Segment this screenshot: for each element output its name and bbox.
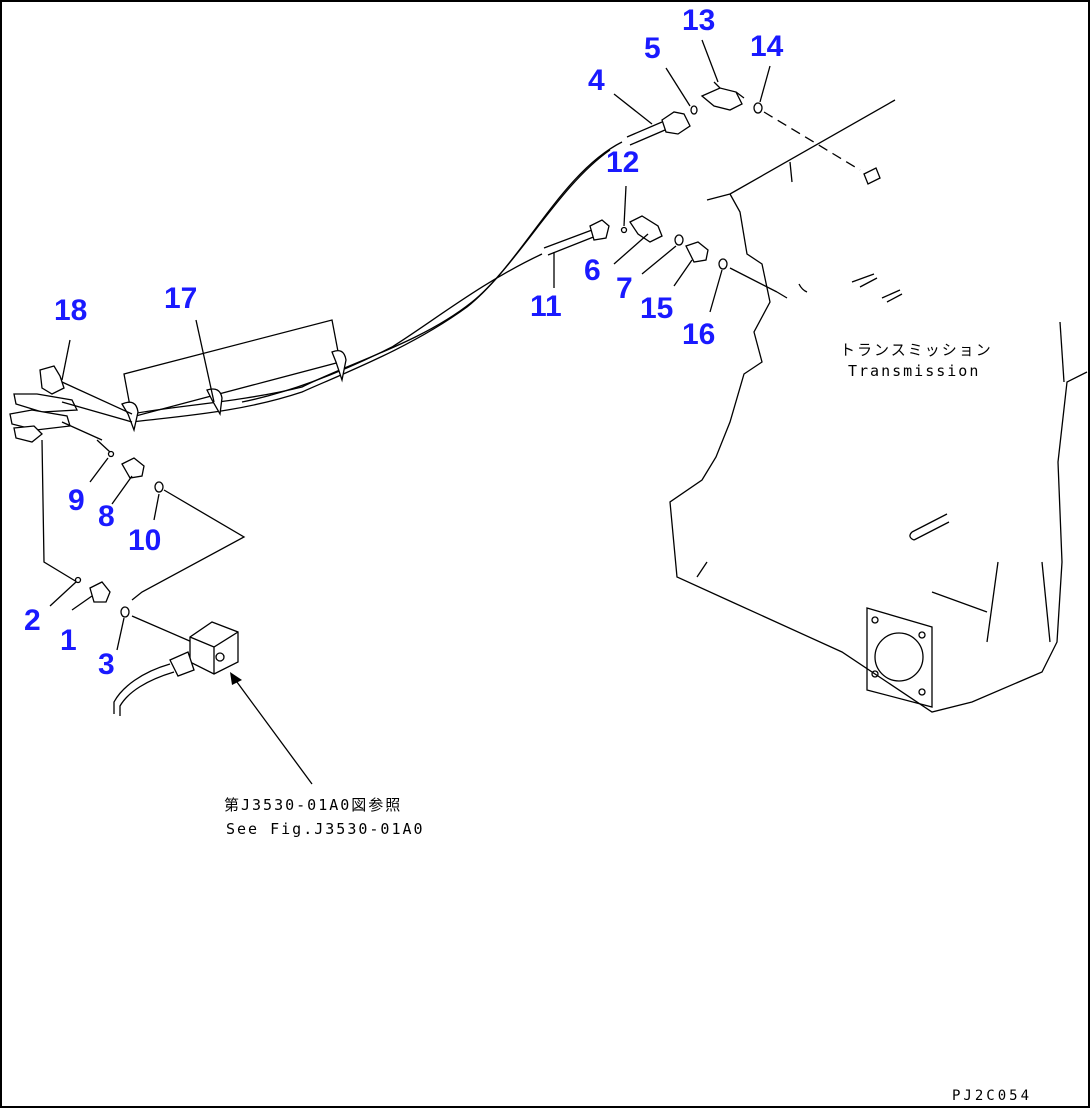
transmission-label-en: Transmission [848,362,980,380]
part-leader-lines [49,39,771,651]
leader-line-left [41,439,78,583]
reference-note-jp: 第J3530-01A0図参照 [224,796,402,814]
drawing-code: PJ2C054 [952,1088,1032,1104]
part-number-11: 11 [530,290,562,323]
part-3-o-ring [120,606,130,618]
part-number-10: 10 [128,524,161,557]
clamp-plate-17 [121,319,347,433]
part-13-connector [700,81,745,111]
transmission-flange [866,607,933,708]
leader-line-14 [763,111,861,171]
left-fitting-block [9,365,133,443]
part-number-5: 5 [644,32,661,65]
reference-note-en: See Fig.J3530-01A0 [226,820,425,838]
part-15-connector [685,241,709,263]
part-number-6: 6 [584,254,601,287]
part-number-14: 14 [750,30,784,63]
leader-line-10-3 [131,489,246,601]
transmission-housing [669,99,1088,713]
part-number-1: 1 [60,624,77,657]
part-number-7: 7 [616,272,633,305]
part-9-seal [107,450,115,458]
part-number-17: 17 [164,282,197,315]
part-8-connector [121,457,145,479]
part-5-o-ring [690,105,698,115]
part-number-12: 12 [606,146,639,179]
leader-line-9 [96,439,111,453]
part-1-connector [89,581,111,603]
part-number-3: 3 [98,648,115,681]
valve-block-reference [113,621,239,716]
part-number-8: 8 [98,500,115,533]
part-number-2: 2 [24,604,41,637]
reference-arrow [230,672,313,785]
part-number-9: 9 [68,484,85,517]
part-number-labels: 1 2 3 4 5 6 7 8 9 10 11 12 13 14 15 16 1… [24,4,784,681]
part-number-13: 13 [682,4,715,37]
transmission-label-jp: トランスミッション [840,341,993,359]
part-7-o-ring [674,234,684,246]
part-number-16: 16 [682,318,715,351]
part-6-elbow [629,215,663,243]
part-2-seal [74,576,82,584]
leader-line-3-block [131,615,193,643]
part-16-o-ring [718,258,728,270]
part-number-18: 18 [54,294,87,327]
part-10-o-ring [154,481,164,493]
part-12-seal [620,226,628,234]
part-number-4: 4 [588,64,605,97]
part-number-15: 15 [640,292,673,325]
part-14-o-ring [753,102,763,114]
hose-assembly-11 [241,219,610,403]
leader-line-16 [729,267,778,293]
